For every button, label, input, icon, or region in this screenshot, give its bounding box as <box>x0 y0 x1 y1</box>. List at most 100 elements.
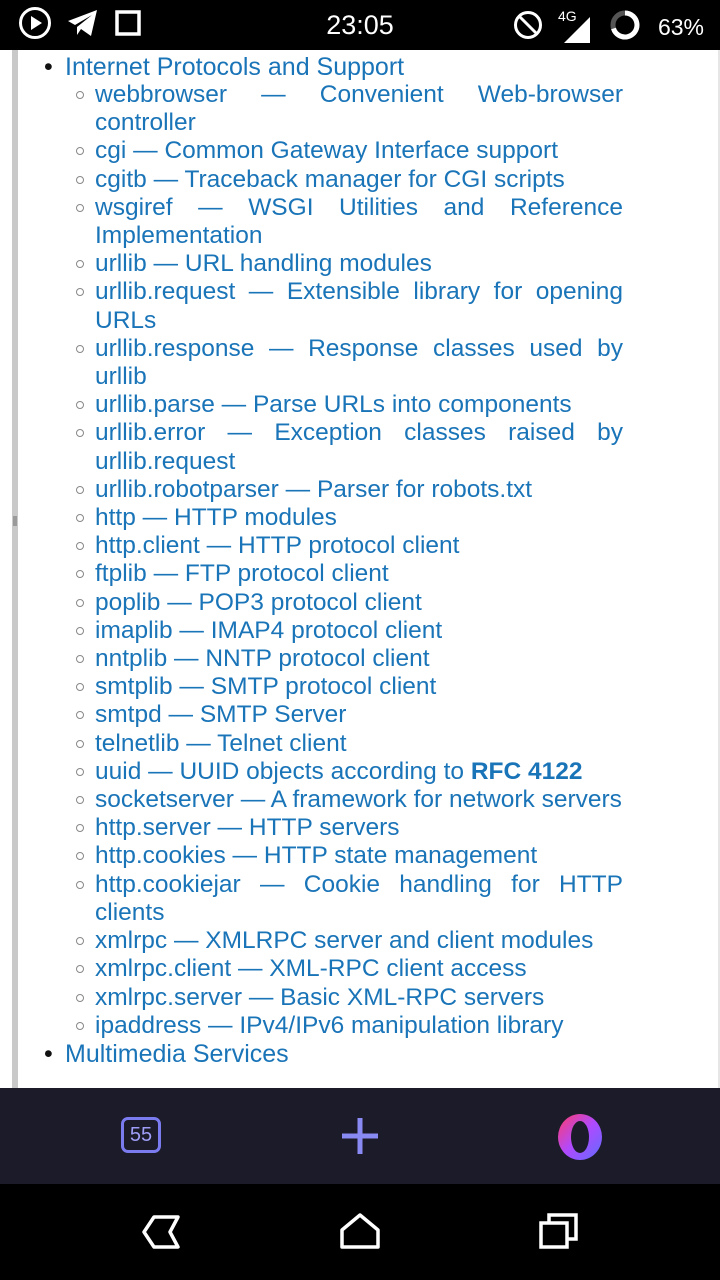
module-link[interactable]: urllib.response — Response classes used … <box>95 335 623 390</box>
module-link[interactable]: cgitb — Traceback manager for CGI script… <box>95 166 565 193</box>
back-icon[interactable] <box>140 1214 180 1255</box>
rfc-link[interactable]: RFC 4122 <box>470 757 583 785</box>
module-link[interactable]: urllib.request — Extensible library for … <box>95 278 623 333</box>
module-link[interactable]: urllib.parse — Parse URLs into component… <box>95 391 572 418</box>
module-link[interactable]: ipaddress — IPv4/IPv6 manipulation libra… <box>95 1012 563 1039</box>
module-link[interactable]: xmlrpc.server — Basic XML-RPC servers <box>95 984 544 1011</box>
circle-bullet <box>76 514 84 523</box>
module-link[interactable]: imaplib — IMAP4 protocol client <box>95 617 442 644</box>
separator-dash: — <box>167 645 206 673</box>
module-link[interactable]: xmlrpc — XMLRPC server and client module… <box>95 927 593 954</box>
module-name: urllib.parse <box>95 391 215 419</box>
module-description: IPv4/IPv6 manipulation library <box>239 1011 564 1039</box>
circle-bullet <box>76 429 84 438</box>
module-name: urllib <box>95 250 147 278</box>
module-link[interactable]: urllib — URL handling modules <box>95 250 432 277</box>
sidebar-rule <box>12 50 18 1088</box>
circle-bullet <box>76 203 84 212</box>
tabs-button[interactable]: 55 <box>121 1117 161 1153</box>
section-link-internet-protocols[interactable]: Internet Protocols and Support <box>65 53 405 81</box>
module-description: Convenient Web-browser controller <box>95 81 623 137</box>
module-description: Common Gateway Interface support <box>164 137 558 165</box>
section-link-multimedia-services[interactable]: Multimedia Services <box>65 1039 289 1068</box>
square-icon <box>114 9 142 42</box>
module-name: smtplib <box>95 673 173 701</box>
separator-dash: — <box>278 475 317 503</box>
module-name: http.server <box>95 814 211 842</box>
opera-logo-icon[interactable] <box>555 1112 605 1162</box>
module-name: poplib <box>95 588 161 616</box>
circle-bullet <box>76 626 84 635</box>
circle-bullet <box>76 401 84 410</box>
module-name: imaplib <box>95 616 173 644</box>
module-link[interactable]: http.cookiejar — Cookie handling for HTT… <box>95 871 623 926</box>
circle-bullet <box>76 937 84 946</box>
separator-dash: — <box>199 532 238 560</box>
module-name: socketserver <box>95 786 234 814</box>
scroll-indicator[interactable] <box>13 516 17 526</box>
toc-section: • Multimedia Services <box>0 1040 720 1068</box>
module-description: Telnet client <box>217 729 347 757</box>
module-description: HTTP protocol client <box>238 532 460 560</box>
separator-dash: — <box>146 250 185 278</box>
module-link[interactable]: wsgiref — WSGI Utilities and Reference I… <box>95 194 623 249</box>
module-link[interactable]: telnetlib — Telnet client <box>95 730 347 757</box>
module-link[interactable]: http — HTTP modules <box>95 504 337 531</box>
module-link[interactable]: socketserver — A framework for network s… <box>95 786 622 813</box>
module-link[interactable]: uuid — UUID objects according to <box>95 758 471 785</box>
module-link[interactable]: xmlrpc.client — XML-RPC client access <box>95 955 527 982</box>
circle-bullet <box>76 767 84 776</box>
module-description: FTP protocol client <box>184 560 389 588</box>
circle-bullet <box>76 655 84 664</box>
module-name: http.cookies <box>95 842 226 870</box>
separator-dash: — <box>160 588 199 616</box>
module-name: uuid <box>95 757 142 785</box>
separator-dash: — <box>205 419 275 447</box>
separator-dash: — <box>225 842 264 870</box>
module-description: URL handling modules <box>184 250 432 278</box>
module-link[interactable]: ftplib — FTP protocol client <box>95 560 389 587</box>
module-link[interactable]: webbrowser — Convenient Web-browser cont… <box>95 81 623 136</box>
module-description: Parse URLs into components <box>252 391 572 419</box>
network-type-label: 4G <box>557 7 577 24</box>
module-name: smtpd <box>95 701 162 729</box>
separator-dash: — <box>240 870 304 898</box>
module-description: Exception classes raised by urllib.reque… <box>95 419 623 475</box>
module-list-item: poplib — POP3 protocol client <box>0 589 623 617</box>
module-list-item: ftplib — FTP protocol client <box>0 560 623 588</box>
home-icon[interactable] <box>339 1212 381 1255</box>
module-list-item: urllib.response — Response classes used … <box>0 335 623 391</box>
module-link[interactable]: http.server — HTTP servers <box>95 814 400 841</box>
module-link[interactable]: urllib.robotparser — Parser for robots.t… <box>95 476 532 503</box>
module-name: wsgiref <box>95 193 173 221</box>
do-not-disturb-icon <box>512 9 544 46</box>
module-link[interactable]: nntplib — NNTP protocol client <box>95 645 430 672</box>
recents-icon[interactable] <box>538 1212 580 1255</box>
module-list-item: http.cookiejar — Cookie handling for HTT… <box>0 871 623 927</box>
module-link[interactable]: poplib — POP3 protocol client <box>95 589 422 616</box>
circle-bullet <box>76 711 84 720</box>
bullet: • <box>44 1039 53 1068</box>
module-link[interactable]: http.cookies — HTTP state management <box>95 842 537 869</box>
module-list-item: uuid — UUID objects according to RFC 412… <box>0 758 623 786</box>
module-link[interactable]: cgi — Common Gateway Interface support <box>95 137 558 164</box>
module-name: urllib.response <box>95 334 255 362</box>
module-name: xmlrpc.server <box>95 983 243 1011</box>
module-link[interactable]: urllib.error — Exception classes raised … <box>95 419 623 474</box>
module-link[interactable]: smtplib — SMTP protocol client <box>95 673 436 700</box>
plus-icon[interactable] <box>340 1116 380 1156</box>
module-list-item: smtpd — SMTP Server <box>0 701 623 729</box>
module-description: WSGI Utilities and Reference Implementat… <box>95 193 623 250</box>
module-description: NNTP protocol client <box>205 645 430 673</box>
page-edge <box>718 50 720 1088</box>
battery-ring-icon <box>608 8 642 47</box>
module-link[interactable]: http.client — HTTP protocol client <box>95 532 460 559</box>
module-list-item: imaplib — IMAP4 protocol client <box>0 617 623 645</box>
module-list-item: http — HTTP modules <box>0 504 623 532</box>
module-list-item: telnetlib — Telnet client <box>0 730 623 758</box>
module-list-item: http.client — HTTP protocol client <box>0 532 623 560</box>
module-name: telnetlib <box>95 729 180 757</box>
module-link[interactable]: smtpd — SMTP Server <box>95 701 346 728</box>
circle-bullet <box>76 542 84 551</box>
module-name: ipaddress <box>95 1011 202 1039</box>
